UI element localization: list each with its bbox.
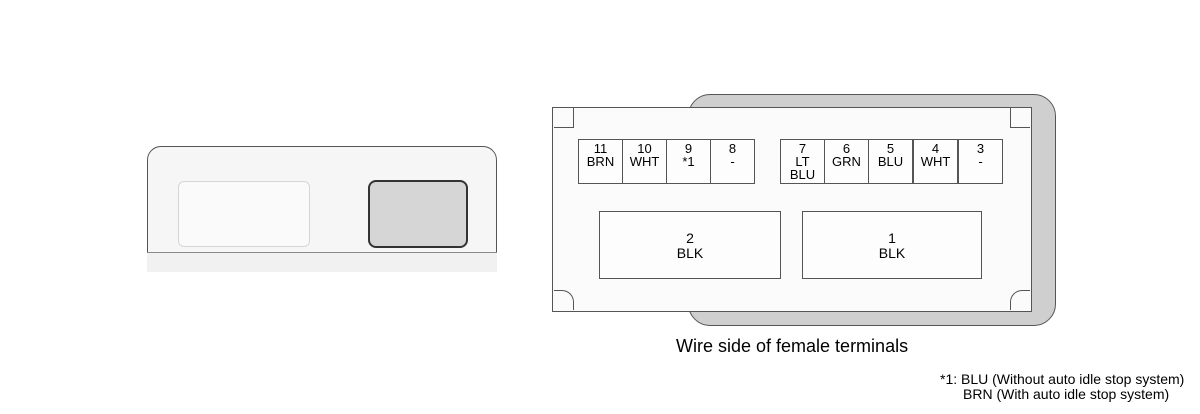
terminal-number: 1 (888, 230, 896, 246)
terminal-number: 4 (931, 141, 940, 156)
connector-face (552, 107, 1032, 312)
terminal-6: 6 GRN (824, 139, 869, 184)
footnote-line-2: BRN (With auto idle stop system) (963, 386, 1170, 402)
terminal-number: 8 (728, 141, 737, 156)
terminal-wire-color: BLK (676, 245, 704, 261)
terminal-number: 9 (684, 141, 693, 156)
terminal-9: 9 *1 (666, 139, 711, 184)
terminal-number: 10 (637, 141, 652, 156)
terminal-wire-color: BLU (877, 154, 904, 169)
terminal-wire-color: BLK (878, 245, 906, 261)
corner-notch-bottom-left (554, 290, 574, 310)
terminal-4: 4 WHT (913, 139, 958, 184)
terminal-number: 2 (686, 230, 694, 246)
terminal-wire-color: GRN (832, 154, 861, 169)
terminal-1: 1 BLK (802, 211, 982, 279)
terminal-wire-color: - (730, 154, 735, 169)
terminal-3: 3 - (958, 139, 1003, 184)
terminal-wire-color: BRN (586, 154, 615, 169)
terminal-wire-color: - (978, 154, 983, 169)
terminal-number: 6 (842, 141, 851, 156)
corner-notch-top-left (554, 108, 574, 128)
terminal-number: 7 (798, 141, 807, 156)
component-connector-slot (368, 180, 468, 248)
terminal-wire-color: *1 (682, 154, 695, 169)
component-base (147, 252, 497, 272)
footnote-line-1: *1: BLU (Without auto idle stop system) (940, 371, 1185, 387)
terminal-number: 11 (593, 141, 608, 156)
terminal-5: 5 BLU (868, 139, 913, 184)
terminal-11: 11 BRN (578, 139, 623, 184)
terminal-number: 3 (976, 141, 985, 156)
connector-caption: Wire side of female terminals (676, 336, 909, 356)
component-window (178, 181, 310, 247)
terminal-10: 10 WHT (622, 139, 667, 184)
terminal-7: 7 LT BLU (780, 139, 825, 184)
terminal-wire-color: LT BLU (789, 154, 816, 182)
corner-notch-bottom-right (1010, 290, 1030, 310)
terminal-number: 5 (886, 141, 895, 156)
terminal-2: 2 BLK (599, 211, 781, 279)
terminal-8: 8 - (710, 139, 755, 184)
corner-notch-top-right (1010, 108, 1030, 128)
terminal-wire-color: WHT (629, 154, 660, 169)
terminal-wire-color: WHT (920, 154, 951, 169)
